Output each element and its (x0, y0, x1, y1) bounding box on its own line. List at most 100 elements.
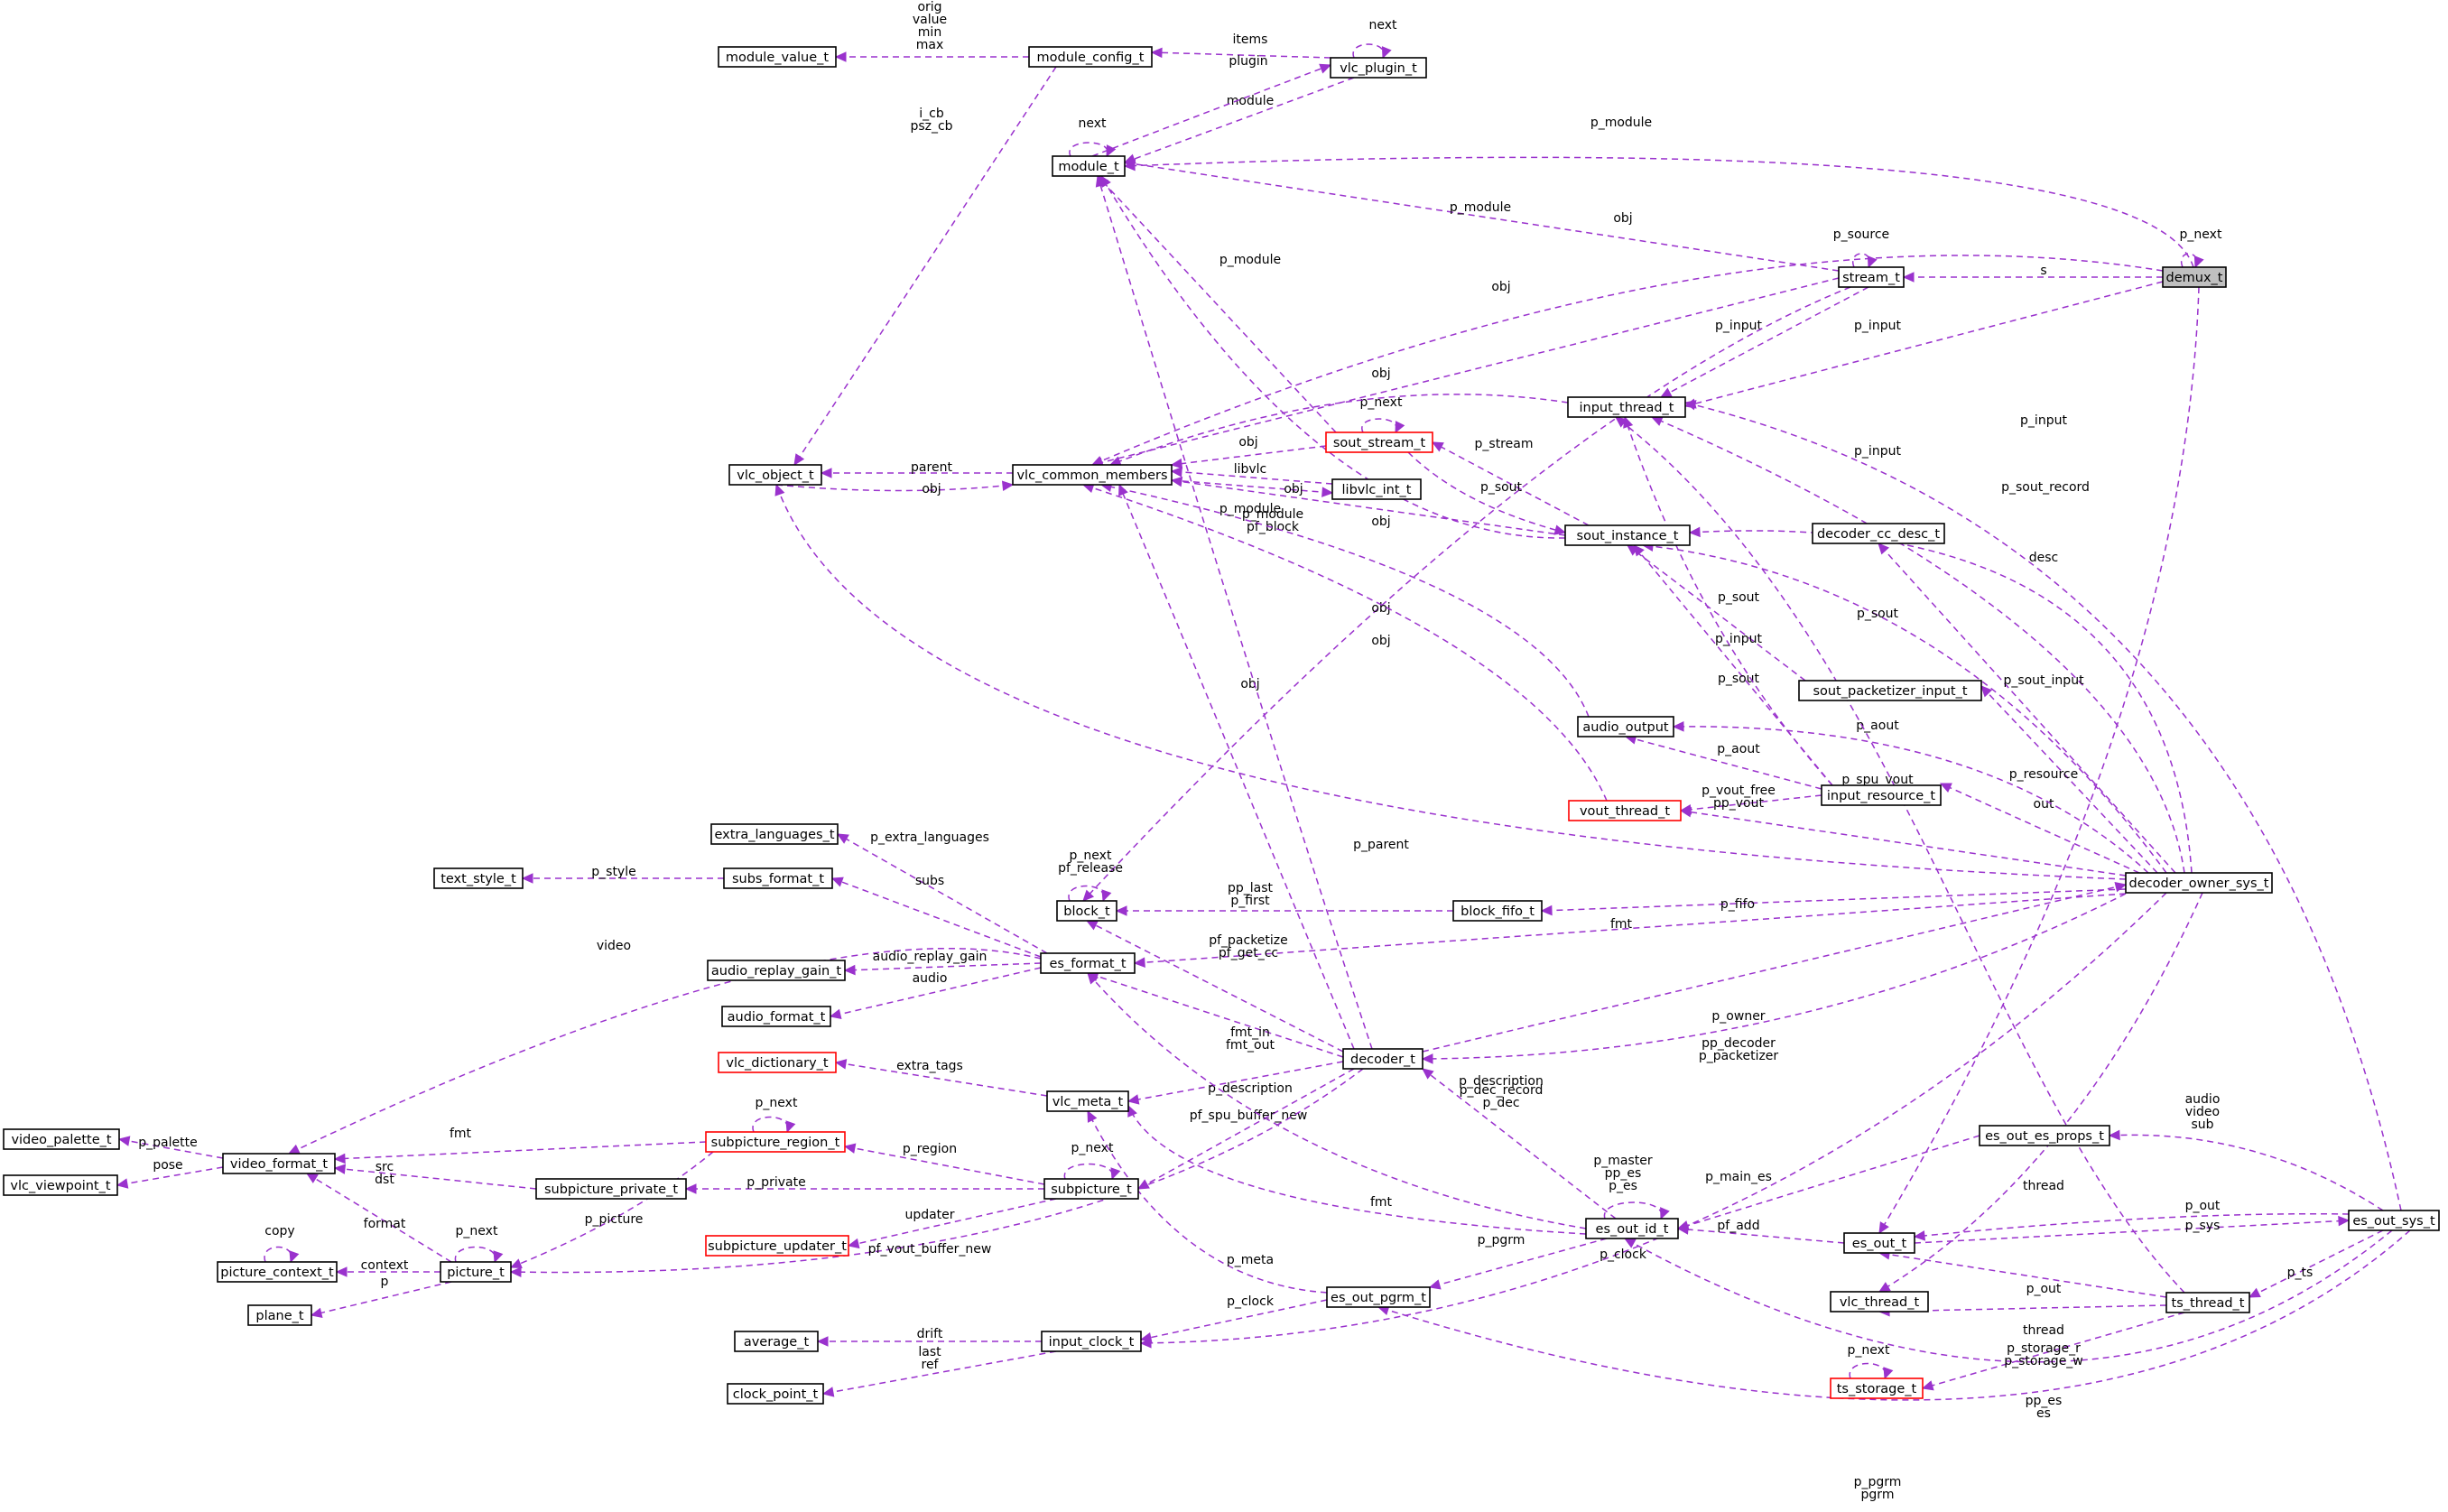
edge-line (1625, 736, 1822, 790)
edge-label: fmt (1370, 1195, 1393, 1210)
edge-label: p_next (1070, 849, 1112, 863)
edge-line (1684, 281, 2164, 407)
node-decoder_cc_desc_t[interactable]: decoder_cc_desc_t (1812, 523, 1945, 544)
node-vlc_plugin_t[interactable]: vlc_plugin_t (1330, 57, 1427, 79)
node-module_config_t[interactable]: module_config_t (1028, 46, 1153, 68)
node-picture_t[interactable]: picture_t (440, 1261, 512, 1283)
edge-line (1069, 142, 1108, 157)
node-module_value_t[interactable]: module_value_t (718, 46, 837, 68)
node-text_style_t[interactable]: text_style_t (433, 867, 524, 889)
edge-line (1087, 1110, 1328, 1294)
arrowhead (493, 1250, 504, 1264)
node-label: subs_format_t (732, 872, 824, 886)
edge-demux_t-to-module_t: p_module (1123, 116, 2194, 268)
node-subpicture_updater_t[interactable]: subpicture_updater_t (705, 1235, 849, 1257)
node-subpicture_region_t[interactable]: subpicture_region_t (705, 1131, 846, 1153)
node-plane_t[interactable]: plane_t (247, 1304, 312, 1326)
arrowhead (1087, 1109, 1098, 1123)
node-libvlc_int_t[interactable]: libvlc_int_t (1331, 478, 1422, 500)
node-sout_instance_t[interactable]: sout_instance_t (1564, 524, 1691, 546)
edge-label: parent (911, 460, 952, 475)
edge-label: drift (917, 1327, 943, 1341)
node-es_format_t[interactable]: es_format_t (1040, 952, 1136, 974)
edge-label: obj (1613, 211, 1632, 226)
node-sout_packetizer_input_t[interactable]: sout_packetizer_input_t (1798, 680, 1982, 701)
node-picture_context_t[interactable]: picture_context_t (217, 1261, 338, 1283)
node-audio_replay_gain_t[interactable]: audio_replay_gain_t (707, 960, 846, 981)
edge-vlc_plugin_t-to-vlc_plugin_t: next (1352, 18, 1397, 60)
node-box (1041, 1331, 1142, 1352)
edge-label: pp_last (1228, 881, 1274, 895)
edge-line (1127, 1105, 1587, 1235)
node-box (217, 1261, 338, 1283)
edge-label: p (381, 1275, 389, 1289)
node-label: vlc_viewpoint_t (10, 1179, 110, 1193)
node-audio_output[interactable]: audio_output (1577, 716, 1674, 737)
arrowhead (1422, 1068, 1434, 1080)
edge-line (1624, 1229, 2393, 1363)
node-es_out_t[interactable]: es_out_t (1843, 1232, 1915, 1254)
arrowhead (1321, 487, 1334, 497)
node-decoder_owner_sys_t[interactable]: decoder_owner_sys_t (2125, 872, 2273, 894)
node-ts_thread_t[interactable]: ts_thread_t (2165, 1292, 2250, 1313)
node-decoder_t[interactable]: decoder_t (1342, 1048, 1423, 1070)
node-ts_storage_t[interactable]: ts_storage_t (1830, 1377, 1924, 1399)
node-subpicture_t[interactable]: subpicture_t (1043, 1178, 1139, 1200)
node-input_clock_t[interactable]: input_clock_t (1041, 1331, 1142, 1352)
node-block_fifo_t[interactable]: block_fifo_t (1452, 900, 1543, 922)
edge-decoder_owner_sys_t-to-vlc_thread_t: thread (1878, 892, 2203, 1293)
node-vlc_viewpoint_t[interactable]: vlc_viewpoint_t (3, 1174, 118, 1196)
edge-label: p_input (1715, 319, 1762, 333)
node-vlc_meta_t[interactable]: vlc_meta_t (1046, 1090, 1129, 1112)
edge-label: p_module (1219, 502, 1281, 516)
node-subs_format_t[interactable]: subs_format_t (723, 867, 833, 889)
node-subpicture_private_t[interactable]: subpicture_private_t (535, 1178, 687, 1200)
node-clock_point_t[interactable]: clock_point_t (727, 1383, 824, 1405)
arrowhead (1087, 972, 1099, 985)
edge-line (844, 1146, 1045, 1185)
edge-input_resource_t-to-audio_output: p_aout (1624, 734, 1822, 790)
arrowhead (509, 1258, 523, 1269)
node-vout_thread_t[interactable]: vout_thread_t (1568, 800, 1682, 821)
node-average_t[interactable]: average_t (734, 1331, 819, 1352)
node-label: sout_stream_t (1333, 436, 1426, 450)
node-module_t[interactable]: module_t (1052, 155, 1126, 177)
node-vlc_thread_t[interactable]: vlc_thread_t (1830, 1291, 1929, 1313)
node-label: audio_format_t (728, 1010, 826, 1025)
node-input_resource_t[interactable]: input_resource_t (1821, 784, 1942, 806)
edge-line (1100, 484, 1590, 718)
edge-line (1642, 544, 2167, 874)
edge-decoder_owner_sys_t-to-es_format_t: fmt (1133, 893, 2127, 968)
node-box (1012, 464, 1173, 486)
node-stream_t[interactable]: stream_t (1838, 266, 1905, 288)
node-es_out_sys_t[interactable]: es_out_sys_t (2348, 1210, 2440, 1231)
node-audio_format_t[interactable]: audio_format_t (721, 1006, 831, 1027)
node-box (1331, 478, 1422, 500)
node-demux_t[interactable]: demux_t (2162, 266, 2227, 288)
node-vlc_dictionary_t[interactable]: vlc_dictionary_t (718, 1052, 837, 1073)
node-video_palette_t[interactable]: video_palette_t (3, 1128, 120, 1150)
edge-decoder_owner_sys_t-to-vlc_object_t: p_parent (774, 483, 2127, 880)
edge-subpicture_region_t-to-picture_t: p_picture (509, 1151, 714, 1269)
arrowhead (1127, 1104, 1137, 1118)
node-video_format_t[interactable]: video_format_t (222, 1153, 336, 1174)
edge-line (311, 1281, 452, 1316)
node-extra_languages_t[interactable]: extra_languages_t (710, 823, 839, 845)
node-es_out_id_t[interactable]: es_out_id_t (1585, 1218, 1679, 1239)
edge-label: sub (2191, 1118, 2213, 1132)
node-vlc_common_members[interactable]: vlc_common_members (1012, 464, 1173, 486)
node-vlc_object_t[interactable]: vlc_object_t (728, 464, 822, 486)
node-es_out_es_props_t[interactable]: es_out_es_props_t (1979, 1125, 2110, 1146)
node-box (535, 1178, 687, 1200)
node-label: sout_instance_t (1577, 529, 1679, 543)
edge-label: p_module (1450, 200, 1511, 215)
edge-subs_format_t-to-text_style_t: p_style (521, 865, 724, 884)
node-es_out_pgrm_t[interactable]: es_out_pgrm_t (1326, 1286, 1431, 1308)
node-input_thread_t[interactable]: input_thread_t (1567, 396, 1686, 418)
edge-line (1940, 783, 2140, 874)
edge-line (1097, 175, 1373, 1050)
node-block_t[interactable]: block_t (1056, 900, 1117, 922)
node-box (1838, 266, 1905, 288)
node-sout_stream_t[interactable]: sout_stream_t (1325, 431, 1433, 453)
